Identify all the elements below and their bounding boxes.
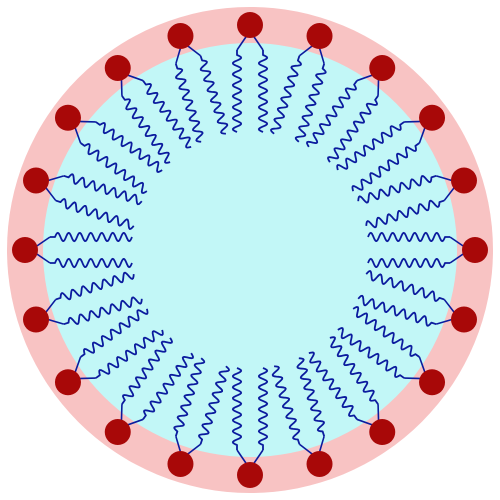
polar-head-icon xyxy=(419,369,446,396)
surfactant-molecule xyxy=(167,23,229,143)
hydrophobic-tail-icon xyxy=(95,121,163,173)
hydrophobic-tail-icon xyxy=(231,367,243,450)
polar-head-icon xyxy=(104,419,131,446)
hydrophobic-tail-icon xyxy=(231,50,243,133)
polar-head-icon xyxy=(419,104,446,131)
hydrophobic-tail-icon xyxy=(329,336,379,405)
hydrophobic-tail-icon xyxy=(55,271,135,301)
surfactant-molecule xyxy=(23,271,143,333)
polar-head-icon xyxy=(104,54,131,81)
surfactant-molecule xyxy=(308,336,396,446)
hydrophobic-tail-icon xyxy=(357,174,437,204)
polar-head-icon xyxy=(369,54,396,81)
hydrophobic-tail-icon xyxy=(174,63,204,143)
hydrophobic-tail-icon xyxy=(199,55,229,135)
hydrophobic-tail-icon xyxy=(367,231,450,243)
surfactant-molecule xyxy=(357,167,477,229)
polar-head-icon xyxy=(450,306,477,333)
hydrophobic-core xyxy=(43,43,457,457)
surfactant-molecule xyxy=(104,337,194,446)
surfactant-molecule xyxy=(23,167,143,230)
surfactant-molecule xyxy=(336,104,446,192)
surfactant-molecule xyxy=(367,231,488,269)
hydrophobic-tail-icon xyxy=(296,357,326,437)
surfactant-molecule xyxy=(231,12,269,133)
hydrophobic-tail-icon xyxy=(80,308,149,358)
surfactant-molecule xyxy=(104,54,192,164)
surfactant-molecule xyxy=(54,104,163,194)
hydrophobic-tail-icon xyxy=(352,306,420,358)
hydrophobic-tail-icon xyxy=(50,257,133,269)
surfactant-molecule xyxy=(12,231,133,269)
polar-head-icon xyxy=(54,104,81,131)
hydrophobic-tail-icon xyxy=(271,365,301,445)
hydrophobic-tail-icon xyxy=(142,80,192,149)
hydrophobic-tail-icon xyxy=(367,257,450,269)
surfactant-molecule xyxy=(271,357,333,477)
polar-head-icon xyxy=(12,237,38,263)
hydrophobic-tail-icon xyxy=(95,329,164,379)
hydrophobic-tail-icon xyxy=(337,327,405,379)
hydrophobic-tail-icon xyxy=(63,296,143,326)
surfactant-molecule xyxy=(306,54,396,163)
hydrophobic-tail-icon xyxy=(306,80,358,148)
surfactant-molecule xyxy=(167,357,230,477)
polar-head-icon xyxy=(462,237,488,263)
hydrophobic-tail-icon xyxy=(365,199,445,229)
hydrophobic-tail-icon xyxy=(257,50,269,133)
polar-head-icon xyxy=(306,23,333,50)
surfactant-molecule xyxy=(357,270,477,333)
polar-head-icon xyxy=(167,23,194,50)
hydrophobic-tail-icon xyxy=(308,351,358,420)
hydrophobic-tail-icon xyxy=(270,55,302,135)
hydrophobic-tail-icon xyxy=(357,294,437,327)
hydrophobic-tail-icon xyxy=(50,231,133,243)
surfactant-molecule xyxy=(54,308,164,396)
surfactant-molecules xyxy=(12,12,488,488)
hydrophobic-tail-icon xyxy=(173,357,206,437)
polar-head-icon xyxy=(450,167,477,194)
hydrophobic-tail-icon xyxy=(351,142,420,192)
hydrophobic-tail-icon xyxy=(55,198,135,230)
polar-head-icon xyxy=(237,462,263,488)
polar-head-icon xyxy=(23,167,50,194)
hydrophobic-tail-icon xyxy=(63,173,143,206)
polar-head-icon xyxy=(54,369,81,396)
hydrophobic-tail-icon xyxy=(336,121,405,171)
hydrophobic-tail-icon xyxy=(80,142,148,194)
polar-head-icon xyxy=(23,306,50,333)
surfactant-molecule xyxy=(270,23,333,143)
hydrophobic-tail-icon xyxy=(198,365,230,445)
hydrophobic-tail-icon xyxy=(365,270,445,302)
hydrophobic-tail-icon xyxy=(121,337,173,405)
hydrophobic-tail-icon xyxy=(142,352,194,420)
hydrophobic-tail-icon xyxy=(257,367,269,450)
polar-head-icon xyxy=(306,450,333,477)
polar-head-icon xyxy=(167,450,194,477)
surfactant-molecule xyxy=(337,306,446,396)
hydrophobic-tail-icon xyxy=(121,95,171,164)
surfactant-molecule xyxy=(231,367,269,488)
polar-head-icon xyxy=(369,419,396,446)
hydrophobic-tail-icon xyxy=(294,63,327,143)
hydrophobic-tail-icon xyxy=(327,95,379,163)
polar-head-icon xyxy=(237,12,263,38)
